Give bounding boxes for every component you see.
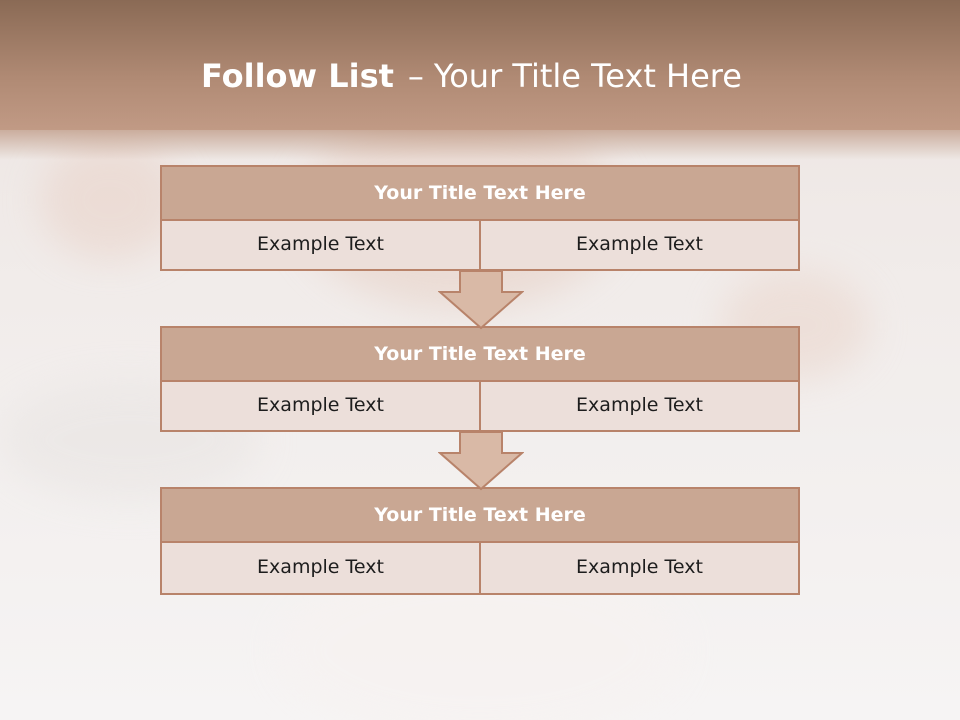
block-cell-right: Example Text [481,543,800,595]
slide-title-dash: – [407,57,424,95]
block-row: Example Text Example Text [160,221,800,271]
header-band [0,0,960,160]
list-block-1: Your Title Text Here Example Text Exampl… [160,165,800,271]
list-block-3: Your Title Text Here Example Text Exampl… [160,487,800,595]
block-heading: Your Title Text Here [160,326,800,382]
slide-title-rest: Your Title Text Here [433,57,742,95]
slide-title-bold: Follow List [201,57,394,95]
block-cell-left: Example Text [160,543,481,595]
down-arrow-icon [438,431,524,491]
block-heading: Your Title Text Here [160,487,800,543]
block-row: Example Text Example Text [160,543,800,595]
block-row: Example Text Example Text [160,382,800,432]
background-photo-blur [40,140,180,260]
block-cell-right: Example Text [481,221,800,271]
block-cell-left: Example Text [160,382,481,432]
down-arrow-icon [438,270,524,330]
block-heading: Your Title Text Here [160,165,800,221]
slide-title: Follow List–Your Title Text Here [0,52,943,100]
block-cell-right: Example Text [481,382,800,432]
list-block-2: Your Title Text Here Example Text Exampl… [160,326,800,432]
block-cell-left: Example Text [160,221,481,271]
